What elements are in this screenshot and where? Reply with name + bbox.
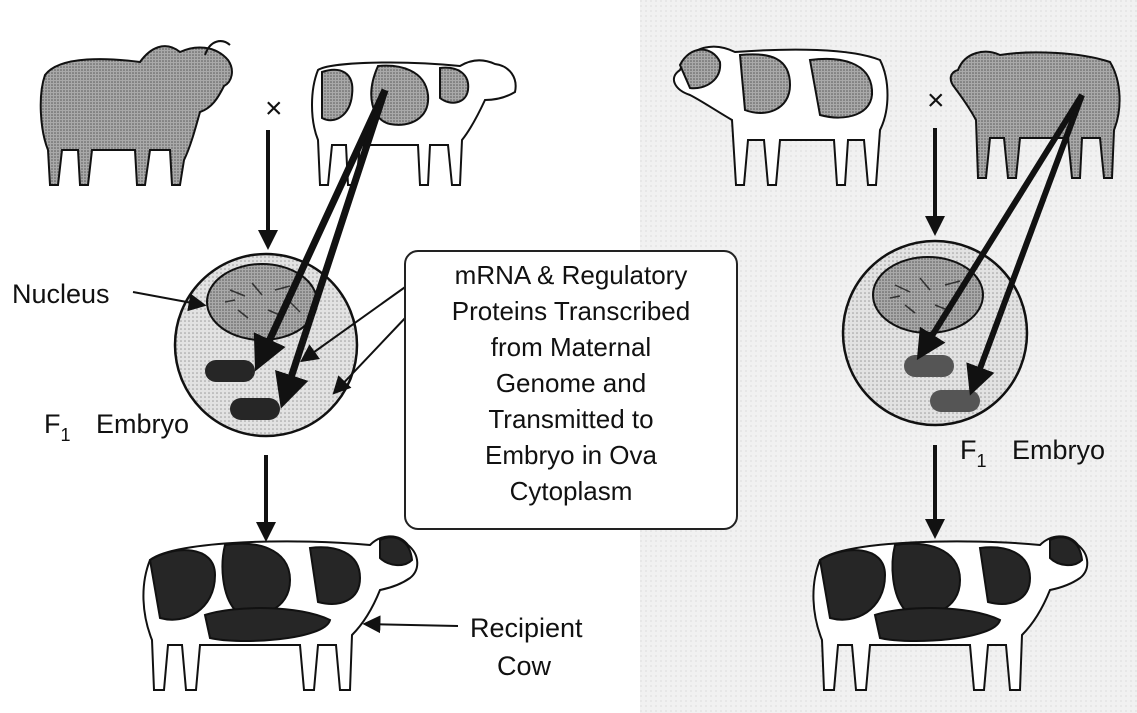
embryo-label-left: F1 Embryo bbox=[44, 408, 189, 443]
recipient-cow-left bbox=[143, 536, 417, 690]
cross-symbol-left: × bbox=[265, 92, 283, 125]
box-line-7: Cytoplasm bbox=[404, 474, 738, 508]
maternal-rna-blob-1 bbox=[205, 360, 255, 382]
nucleus-right bbox=[873, 257, 983, 333]
embryo-label-left-sub: 1 bbox=[61, 425, 71, 445]
embryo-label-left-text: Embryo bbox=[96, 409, 189, 439]
zebu-bull-left bbox=[41, 41, 232, 185]
embryo-label-right-f: F bbox=[960, 435, 977, 465]
embryo-label-right: F1 Embryo bbox=[960, 434, 1105, 469]
box-line-6: Embryo in Ova bbox=[404, 438, 738, 472]
nucleus-label: Nucleus bbox=[12, 278, 110, 310]
maternal-rna-blob-4 bbox=[930, 390, 980, 412]
cross-symbol-right: × bbox=[927, 84, 945, 117]
embryo-label-right-sub: 1 bbox=[977, 451, 987, 471]
recipient-label-line1: Recipient bbox=[470, 612, 583, 644]
box-line-2: Proteins Transcribed bbox=[404, 294, 738, 328]
maternal-rna-blob-2 bbox=[230, 398, 280, 420]
embryo-label-left-f: F bbox=[44, 409, 61, 439]
box-line-5: Transmitted to bbox=[404, 402, 738, 436]
recipient-pointer bbox=[366, 624, 458, 626]
box-line-3: from Maternal bbox=[404, 330, 738, 364]
box-line-1: mRNA & Regulatory bbox=[404, 258, 738, 292]
recipient-label-line2: Cow bbox=[497, 650, 551, 682]
embryo-label-right-text: Embryo bbox=[1012, 435, 1105, 465]
box-line-4: Genome and bbox=[404, 366, 738, 400]
maternal-rna-blob-3 bbox=[904, 355, 954, 377]
donor-cow-left bbox=[312, 60, 516, 185]
